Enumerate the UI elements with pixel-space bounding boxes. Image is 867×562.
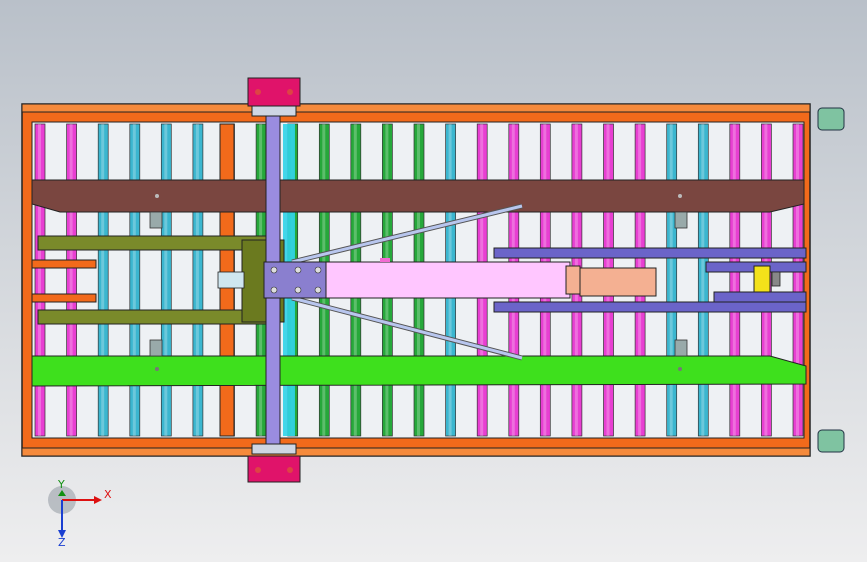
- bottom-rail: [31, 339, 807, 387]
- roller: [666, 123, 678, 437]
- roller: [729, 123, 741, 437]
- end-bumpers: [817, 107, 845, 453]
- roller-highlight: [669, 124, 673, 436]
- top-rail: [31, 179, 805, 229]
- roller: [34, 123, 46, 437]
- axis-triad: X Y Z: [48, 478, 112, 548]
- center-column: [263, 111, 327, 453]
- frame-bottom-lip: [21, 447, 811, 457]
- roller: [192, 123, 204, 437]
- z-axis-label: Z: [58, 536, 66, 548]
- lift-mechanism: [291, 203, 657, 361]
- clamp-blocks: [247, 77, 301, 483]
- x-axis-label: X: [104, 488, 112, 501]
- roller: [129, 123, 141, 437]
- roller: [697, 123, 709, 437]
- guide-rails: [493, 247, 807, 313]
- roller: [97, 123, 109, 437]
- y-axis-label: Y: [57, 478, 65, 491]
- roller-highlight: [164, 124, 168, 436]
- roller-highlight: [101, 124, 105, 436]
- roller-highlight: [132, 124, 136, 436]
- roller-highlight: [69, 124, 73, 436]
- roller-highlight: [732, 124, 736, 436]
- roller-highlight: [701, 124, 705, 436]
- frame-top-lip: [21, 103, 811, 113]
- roller-highlight: [195, 124, 199, 436]
- roller-highlight: [796, 124, 799, 436]
- roller-highlight: [38, 124, 41, 436]
- roller: [66, 123, 77, 437]
- roller: [160, 123, 172, 437]
- roller: [792, 123, 804, 437]
- y-axis-arrow: [58, 490, 66, 496]
